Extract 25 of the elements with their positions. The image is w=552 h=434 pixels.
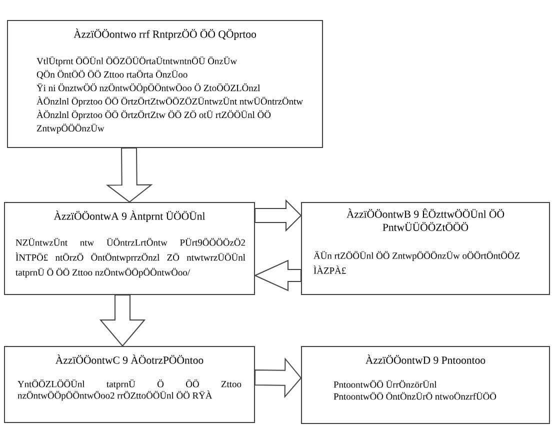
block-arrow: [254, 199, 302, 232]
box-text: YntÖÖZLÖÖÜnl tatprnÜ Ö ÖÖ Zttoo nzÖntwÖÖpÖÖntwÖoo2 rrÖZttoÖÖÜnl ÖÖ RŸÀ: [18, 380, 242, 401]
box-text: PntoontwÖÖ ÜrrÖnzörÜnl: [334, 380, 437, 388]
block-arrow: [254, 260, 302, 292]
process-box: [301, 346, 550, 424]
block-arrow: [254, 357, 302, 398]
box-text: ÀÖnzlnl Öprztoo ÖÖ ÖrtzÖrtZtw ÖÖ ZÖ otÜ rtZÖÖÜnl ÖÖ ZntwpÖÖÖnzÜw: [36, 110, 271, 134]
process-box: [301, 202, 550, 295]
box-text: Ÿi ni ÖnztwÖÖ nzÖntwÖÖpÖÖntwÖoo Ö ZtoÖÖZLÖnzl: [36, 83, 260, 94]
process-box: [4, 202, 255, 295]
block-arrow: [106, 147, 153, 203]
block-arrow: [99, 294, 146, 347]
box-heading: ÀzzïÖÖontwo rrf RntprzÖÖ ÖÖ QÖprtoo: [74, 28, 256, 40]
process-box: [4, 346, 255, 423]
box-text: ÀÖnzlnl Öprztoo ÖÖ ÖrtzÖrtZtwÖÖZÖZÜntwzÜnt ntwÜÖntrzÖntw: [36, 96, 303, 107]
box-text: VtlÜtprnt ÖÖÜnl ÖÖZÖÜÖrtaÜtntwntnÖÜ ÖnzÜw: [36, 56, 238, 66]
box-heading: ÀzzïÖÖontwC 9 ÀÖotrzPÖÖntoo: [56, 354, 204, 364]
box-text: PntoontwÖÖ ÖntÖnzÜrÖ ntwoÖnzrfÜÖÖ: [334, 392, 496, 400]
box-heading: ÀzzïÖÖontwB 9 ÊÖzttwÖÖÜnl ÖÖ PntwÜÜÖÖZtÖÖÖ: [346, 208, 504, 231]
box-text: NZÜntwzÜnt ntw ÜÖntrzLrtÖntw PÜrt9ÖÖÖÖzÖ2 ÌNTPÖ£ ntÖrzÖ ÖntÖntwprrzÖnzl ZÖ ntwtwrzÜÖÜnl tatprnÜ Ö ÖÖ Zttoo nzÖntwÖÖpÖÖntwÖoo/: [16, 238, 246, 278]
process-box: [7, 20, 323, 148]
box-text: QÖn ÖntÖÖ ÖÖ Zttoo rtaÖrta ÖnzÜoo: [36, 70, 188, 80]
box-text: ÄÜn rtZÖÖÜnl ÖÖ ZntwpÖÖÖnzÜw oÖÖrtÖntÖÖZ ÌÀZPÀ£: [314, 251, 520, 274]
box-heading: ÀzzïÖÖontwA 9 Àntprnt ÜÖÖÜnl: [54, 210, 206, 222]
box-heading: ÀzzïÖÖontwD 9 Pntoontoo: [366, 354, 486, 364]
